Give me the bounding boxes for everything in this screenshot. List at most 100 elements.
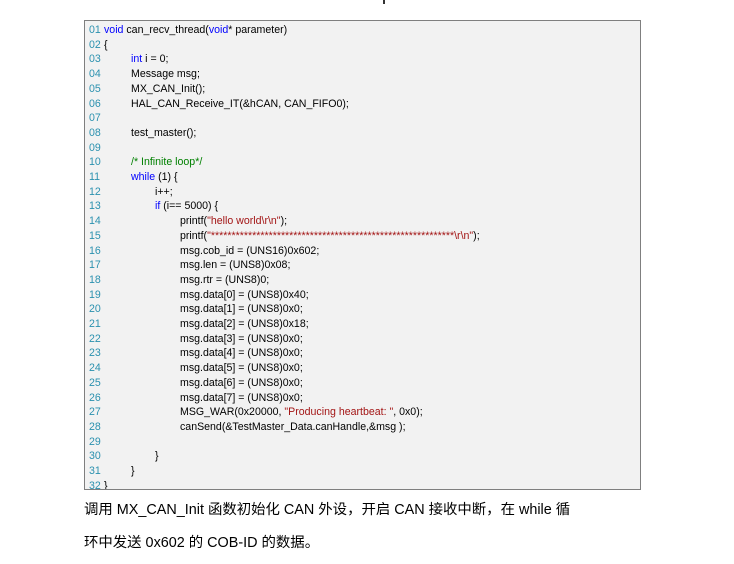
line-number: 15 — [89, 229, 101, 242]
code-token: HAL_CAN_Receive_IT(&hCAN, CAN_FIFO0); — [131, 97, 349, 110]
code-text: void can_recv_thread(void* parameter) — [104, 23, 287, 38]
code-token: canSend(&TestMaster_Data.canHandle,&msg … — [180, 420, 406, 433]
code-token: } — [155, 450, 159, 463]
code-text: printf("hello world\r\n"); — [180, 214, 287, 229]
code-string: "Producing heartbeat: " — [284, 406, 394, 419]
line-number: 21 — [89, 318, 101, 330]
code-token: ); — [280, 215, 288, 228]
line-number: 29 — [89, 435, 101, 448]
code-token: msg.data[6] = (UNS8)0x0; — [180, 376, 303, 389]
code-text: } — [131, 464, 135, 479]
code-token: (1) { — [155, 171, 178, 183]
line-number: 12 — [89, 185, 101, 198]
code-token: can_recv_thread( — [123, 24, 209, 36]
code-keyword: void — [208, 24, 229, 36]
code-token: test_master(); — [131, 126, 197, 139]
code-token: msg.data[0] = (UNS8)0x40; — [180, 288, 309, 301]
code-text: } — [155, 449, 159, 464]
line-number: 19 — [89, 288, 101, 301]
code-token: MSG_WAR(0x20000, — [180, 406, 285, 419]
line-number: 25 — [89, 376, 101, 389]
code-text: msg.data[0] = (UNS8)0x40; — [180, 288, 309, 303]
code-token: Message msg; — [131, 68, 200, 81]
line-number: 26 — [89, 391, 101, 404]
code-token: msg.rtr = (UNS8)0; — [180, 273, 270, 286]
line-number: 03 — [89, 53, 101, 66]
code-text: msg.data[1] = (UNS8)0x0; — [180, 302, 303, 317]
code-token: * parameter) — [228, 24, 288, 36]
code-line: 18 msg.rtr = (UNS8)0; — [85, 273, 640, 288]
line-number: 18 — [89, 273, 101, 286]
code-line: 27 MSG_WAR(0x20000, "Producing heartbeat:… — [85, 405, 640, 420]
code-token: i++; — [155, 185, 173, 198]
code-line: 06 HAL_CAN_Receive_IT(&hCAN, CAN_FIFO0); — [85, 97, 640, 112]
line-number: 06 — [89, 97, 101, 110]
code-token: msg.data[5] = (UNS8)0x0; — [180, 362, 303, 375]
code-line: 08 test_master(); — [85, 126, 640, 141]
code-line: 31} — [85, 464, 640, 479]
code-line: 23 msg.data[4] = (UNS8)0x0; — [85, 346, 640, 361]
code-keyword: void — [104, 24, 124, 36]
code-text: msg.data[6] = (UNS8)0x0; — [180, 376, 303, 391]
line-number: 23 — [89, 347, 101, 360]
code-token: msg.data[4] = (UNS8)0x0; — [180, 347, 303, 360]
code-token: ); — [473, 229, 480, 242]
line-number: 02 — [89, 38, 101, 51]
code-comment: /* Infinite loop*/ — [131, 156, 203, 169]
code-keyword: if — [155, 200, 161, 213]
code-token: (i== 5000) { — [160, 200, 219, 213]
code-token: msg.data[3] = (UNS8)0x0; — [180, 332, 303, 345]
code-token: printf( — [180, 215, 208, 228]
code-text: if (i== 5000) { — [155, 199, 218, 214]
code-text: MX_CAN_Init(); — [131, 82, 205, 97]
code-token: msg.data[1] = (UNS8)0x0; — [180, 303, 303, 316]
top-tick-mark — [383, 0, 385, 4]
line-number: 30 — [89, 450, 101, 463]
code-keyword: int — [131, 53, 143, 66]
code-line: 15 printf("******************************… — [85, 229, 640, 244]
code-text: Message msg; — [131, 67, 200, 82]
line-number: 28 — [89, 420, 101, 433]
line-number: 13 — [89, 200, 101, 213]
code-text: { — [104, 38, 108, 53]
code-line: 10 /* Infinite loop*/ — [85, 155, 640, 170]
line-number: 07 — [89, 112, 101, 125]
code-token: msg.cob_id = (UNS16)0x602; — [180, 244, 320, 257]
code-line: 30} — [85, 449, 640, 464]
code-line: 25 msg.data[6] = (UNS8)0x0; — [85, 376, 640, 391]
code-line: 32} — [85, 479, 640, 490]
code-text: } — [104, 479, 108, 490]
line-number: 22 — [89, 332, 101, 345]
line-number: 11 — [89, 171, 100, 183]
description-line-2: 环中发送 0x602 的 COB-ID 的数据。 — [84, 535, 320, 551]
code-line: 03 int i = 0; — [85, 52, 640, 67]
code-line: 19 msg.data[0] = (UNS8)0x40; — [85, 288, 640, 303]
code-text: msg.rtr = (UNS8)0; — [180, 273, 269, 288]
code-token: { — [104, 38, 108, 51]
code-line: 20 msg.data[1] = (UNS8)0x0; — [85, 302, 640, 317]
line-number: 17 — [89, 259, 101, 272]
code-text: MSG_WAR(0x20000, "Producing heartbeat: "… — [180, 405, 423, 420]
code-line: 13 if (i== 5000) { — [85, 199, 640, 214]
code-text: int i = 0; — [131, 52, 168, 67]
code-line: 22 msg.data[3] = (UNS8)0x0; — [85, 332, 640, 347]
code-token: } — [104, 479, 108, 490]
line-number: 20 — [89, 303, 101, 316]
line-number: 08 — [89, 126, 101, 139]
code-token: printf( — [180, 229, 208, 242]
line-number: 04 — [89, 68, 101, 81]
code-text: printf("********************************… — [180, 229, 480, 244]
description-line-1: 调用 MX_CAN_Init 函数初始化 CAN 外设，开启 CAN 接收中断，… — [84, 502, 571, 518]
line-number: 14 — [89, 215, 101, 228]
line-number: 01 — [89, 24, 101, 36]
code-text: i++; — [155, 185, 173, 200]
line-number: 10 — [89, 156, 101, 169]
line-number: 27 — [89, 406, 101, 419]
line-number: 32 — [89, 479, 101, 490]
